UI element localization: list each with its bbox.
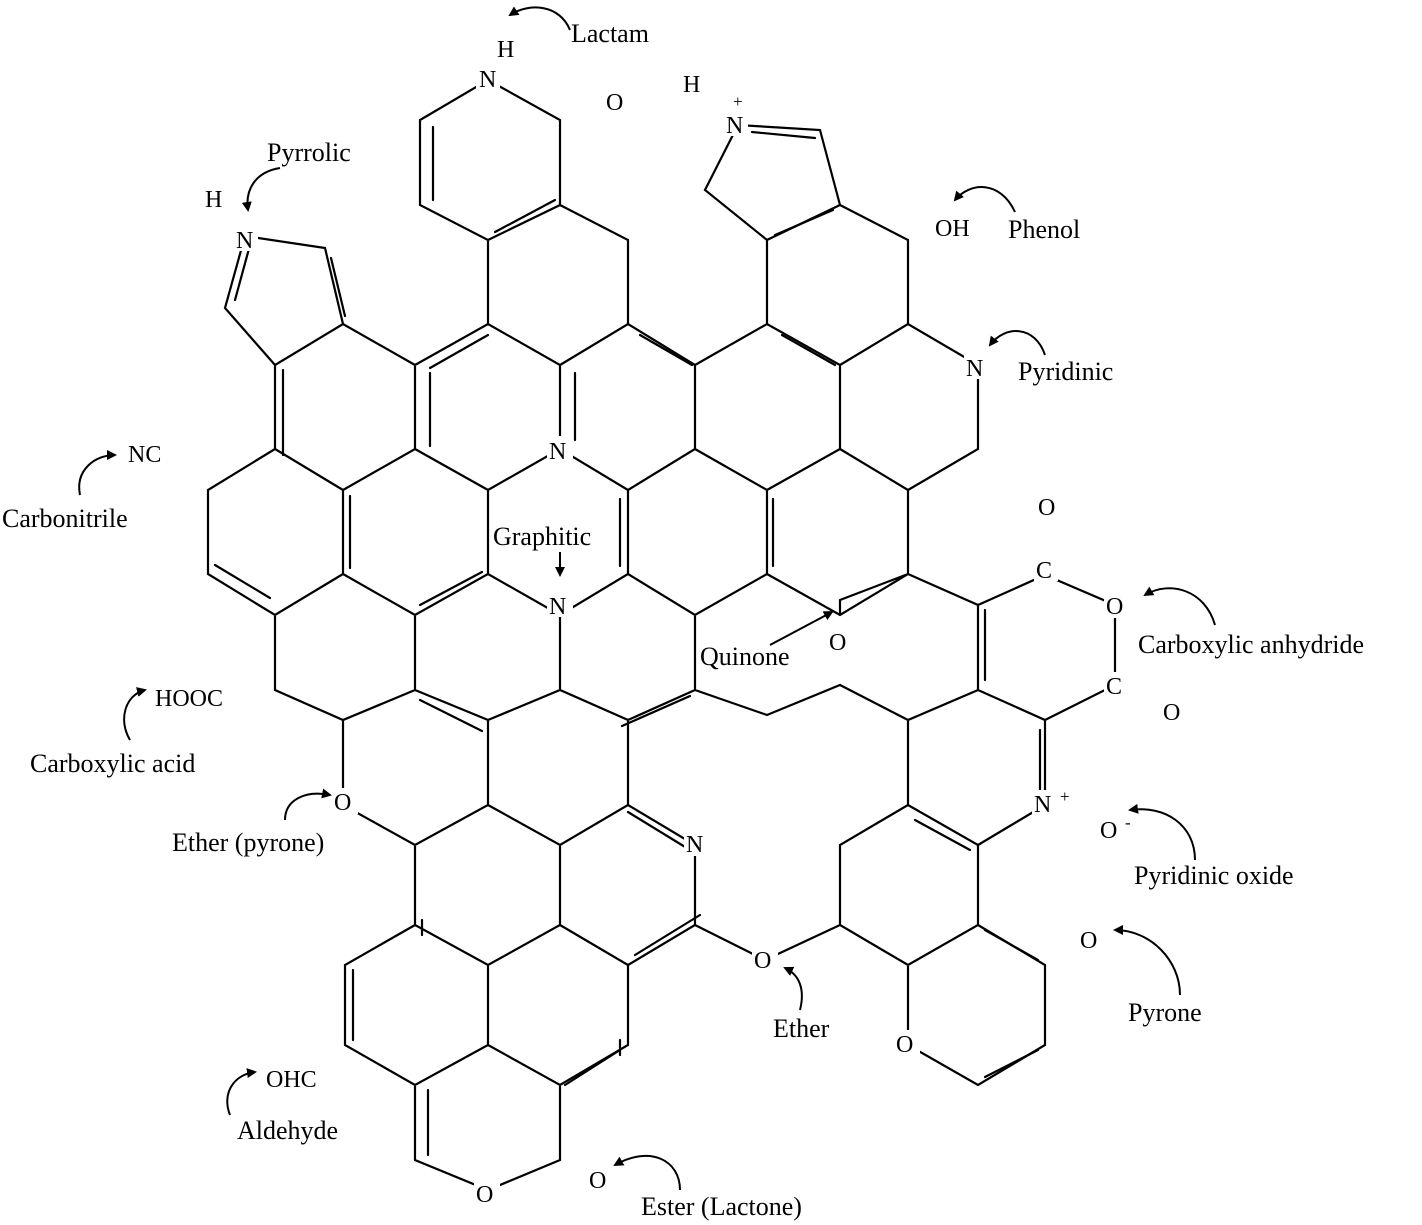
label-ether-pyrone: Ether (pyrone): [172, 828, 324, 857]
lactone-ring-o-atom: O: [476, 1182, 493, 1208]
anhydride-arrow: [1143, 586, 1216, 626]
label-carbonitrile: Carbonitrile: [2, 504, 128, 533]
pyridinium-n-atom: N: [726, 113, 743, 139]
ester-arrow: [613, 1155, 681, 1191]
hooc-group: HOOC: [155, 686, 223, 712]
pyrone-exo-o-atom: O: [1080, 928, 1097, 954]
anhydride-o-bottom-atom: O: [1163, 700, 1180, 726]
label-pyrone: Pyrone: [1128, 998, 1202, 1027]
lactam-h-atom: H: [497, 37, 514, 63]
pyridinium-h-atom: H: [683, 72, 700, 98]
annotation-arrows: [78, 6, 1216, 1191]
label-carboxylic-acid: Carboxylic acid: [30, 749, 195, 778]
pyrrolic-n-atom: N: [236, 228, 253, 254]
lactam-arrow: [508, 6, 571, 31]
ether-arrow: [783, 966, 803, 1011]
graphitic-n-mid-atom: N: [549, 594, 566, 620]
phenol-oh-group: OH: [935, 216, 970, 242]
phenol-arrow: [953, 186, 1016, 213]
aldehyde-arrow: [226, 1068, 257, 1116]
lactam-n-atom: N: [479, 67, 496, 93]
nc-group: NC: [128, 442, 161, 468]
label-carboxylic-anhydride: Carboxylic anhydride: [1138, 630, 1364, 659]
label-phenol: Phenol: [1008, 215, 1080, 244]
label-aldehyde: Aldehyde: [237, 1116, 338, 1145]
label-pyrrolic: Pyrrolic: [267, 138, 351, 167]
label-lactam: Lactam: [571, 19, 649, 48]
label-graphitic: Graphitic: [493, 522, 591, 551]
label-ether: Ether: [773, 1014, 830, 1043]
anhydride-c-top-atom: C: [1036, 558, 1052, 584]
quinone-o-atom: O: [829, 630, 846, 656]
n-oxide-o-atom: O: [1100, 818, 1117, 844]
lower-pyridinic-n-atom: N: [686, 832, 703, 858]
quinone-arrow: [769, 611, 834, 646]
n-oxide-o-charge: -: [1125, 813, 1131, 832]
label-pyridinic-oxide: Pyridinic oxide: [1134, 861, 1294, 890]
label-pyridinic: Pyridinic: [1018, 357, 1113, 386]
ether-pyrone-o-atom: O: [334, 790, 351, 816]
ohc-group: OHC: [266, 1067, 317, 1093]
atom-symbols: H N O H N H N + OH N NC N N O O C O C O …: [128, 37, 1180, 1208]
carboxylic-acid-arrow: [123, 687, 147, 741]
pyrone-arrow: [1113, 925, 1181, 996]
pyridinic-n-atom: N: [966, 356, 983, 382]
bond-network: [206, 78, 1117, 1192]
graphitic-n-top-atom: N: [549, 439, 566, 465]
n-oxide-n-atom: N: [1034, 792, 1051, 818]
pyrone-ring-o-atom: O: [896, 1032, 913, 1058]
ether-o-atom: O: [754, 948, 771, 974]
carbonitrile-arrow: [78, 450, 117, 496]
label-ester-lactone: Ester (Lactone): [641, 1192, 802, 1221]
n-oxide-n-charge: +: [1060, 787, 1070, 806]
anhydride-c-bottom-atom: C: [1106, 674, 1122, 700]
lactam-o-atom: O: [606, 90, 623, 116]
anhydride-o-ring-atom: O: [1106, 594, 1123, 620]
pyrrolic-h-atom: H: [205, 187, 222, 213]
pyridinic-oxide-arrow: [1128, 803, 1196, 861]
lactone-exo-o-atom: O: [589, 1168, 606, 1194]
anhydride-o-top-atom: O: [1038, 495, 1055, 521]
functional-group-labels: Lactam Pyrrolic Phenol Pyridinic Carboni…: [2, 19, 1364, 1221]
ether-pyrone-arrow: [284, 788, 332, 821]
pyridinium-charge: +: [733, 92, 743, 111]
pyrrolic-arrow: [241, 167, 281, 212]
label-quinone: Quinone: [700, 642, 790, 671]
pyridinic-arrow: [988, 330, 1046, 356]
